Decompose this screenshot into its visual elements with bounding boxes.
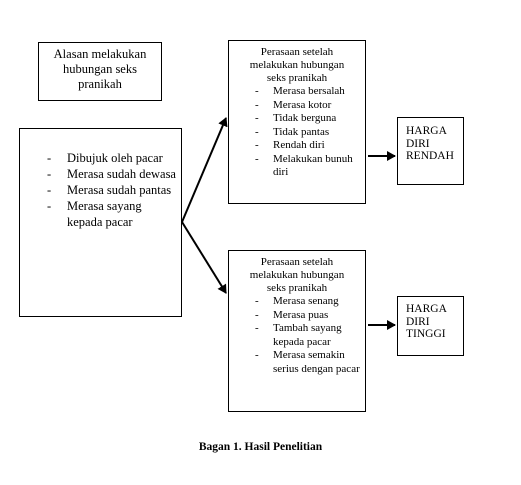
reason-item: Merasa sudah pantas [20, 182, 180, 198]
negative-feeling-item: Merasa bersalah [229, 85, 365, 99]
reasons-list: Dibujuk oleh pacar Merasa sudah dewasa M… [20, 150, 180, 230]
reason-item: Merasa sayang kepada pacar [20, 198, 180, 230]
negative-feeling-item: Tidak berguna [229, 112, 365, 126]
positive-feeling-item: Merasa senang [229, 295, 365, 309]
negative-feelings-list: Merasa bersalah Merasa kotor Tidak bergu… [229, 85, 365, 180]
arrow-to-negative [181, 117, 228, 223]
negative-feeling-item: Merasa kotor [229, 99, 365, 113]
figure-caption: Bagan 1. Hasil Penelitian [198, 441, 323, 453]
negative-feeling-item: Rendah diri [229, 139, 365, 153]
positive-feelings-box: Perasaan setelah melakukan hubungan seks… [228, 250, 366, 412]
positive-feeling-item: Merasa semakin serius dengan pacar [229, 349, 365, 376]
reasons-title-box: Alasan melakukan hubungan seks pranikah [38, 42, 162, 101]
reason-item: Merasa sudah dewasa [20, 166, 180, 182]
positive-feeling-item: Tambah sayang kepada pacar [229, 322, 365, 349]
positive-feelings-list: Merasa senang Merasa puas Tambah sayang … [229, 295, 365, 376]
low-self-esteem-label: HARGA DIRI RENDAH [406, 125, 454, 162]
arrow-to-positive [181, 221, 227, 294]
positive-feelings-title: Perasaan setelah melakukan hubungan seks… [249, 256, 345, 294]
negative-feelings-box: Perasaan setelah melakukan hubungan seks… [228, 40, 366, 204]
reasons-box: Dibujuk oleh pacar Merasa sudah dewasa M… [19, 128, 182, 317]
positive-feeling-item: Merasa puas [229, 309, 365, 323]
negative-feelings-title: Perasaan setelah melakukan hubungan seks… [249, 46, 345, 84]
negative-feeling-item: Melakukan bunuh diri [229, 153, 365, 180]
high-self-esteem-label: HARGA DIRI TINGGI [406, 303, 447, 340]
negative-feeling-item: Tidak pantas [229, 126, 365, 140]
low-self-esteem-box: HARGA DIRI RENDAH [397, 117, 464, 185]
reason-item: Dibujuk oleh pacar [20, 150, 180, 166]
high-self-esteem-box: HARGA DIRI TINGGI [397, 296, 464, 356]
reasons-title: Alasan melakukan hubungan seks pranikah [53, 47, 147, 91]
